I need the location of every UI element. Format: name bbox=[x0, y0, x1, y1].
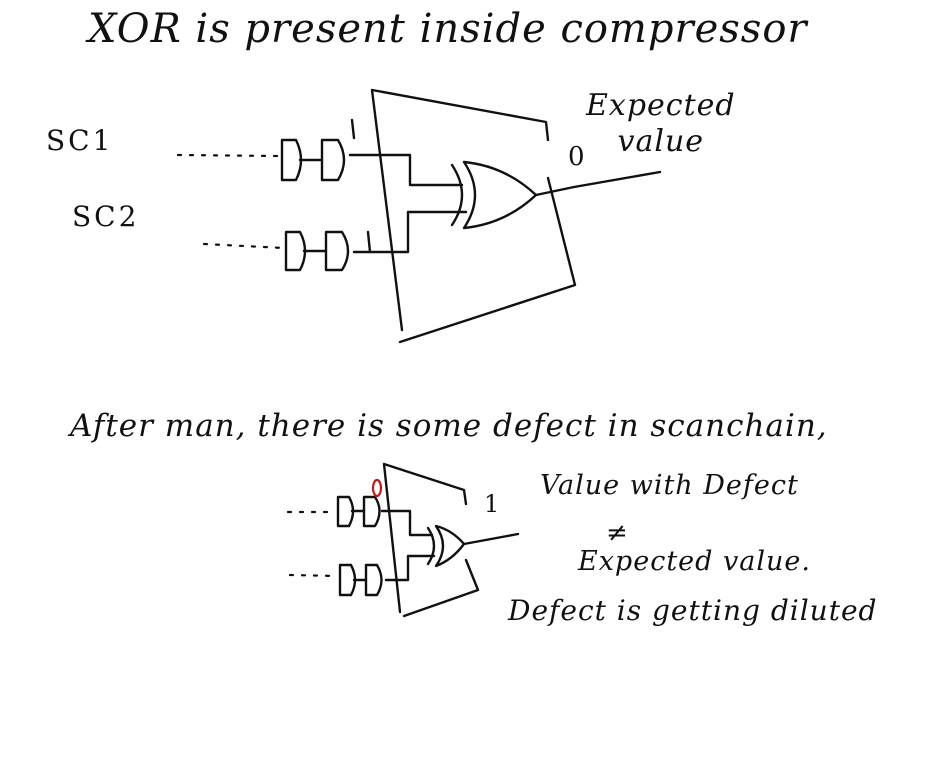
flop-sc1-a bbox=[280, 138, 303, 182]
output-bit-top: 0 bbox=[568, 142, 586, 172]
tick-mark-sc2 bbox=[366, 230, 372, 254]
expected-value-label-2: Expected value. bbox=[578, 546, 811, 577]
flop-sc2-b bbox=[324, 230, 350, 272]
tick-mark-sc1 bbox=[350, 118, 356, 140]
scan-chain-1-label: SC1 bbox=[46, 124, 114, 157]
scan-chain-1-dots bbox=[176, 153, 280, 158]
flop-sc1-b bbox=[320, 138, 346, 182]
bottom-wire-2 bbox=[384, 554, 436, 582]
output-wire-top bbox=[534, 170, 662, 197]
bottom-compressor bbox=[286, 462, 520, 618]
flop-sc2-a bbox=[284, 230, 307, 272]
scan-chain-2-dots bbox=[202, 242, 286, 250]
bottom-flop-2a bbox=[338, 563, 357, 597]
bottom-wire-1 bbox=[380, 509, 434, 537]
defect-marker bbox=[371, 478, 383, 498]
output-bit-bottom: 1 bbox=[484, 490, 501, 518]
bottom-flop-2b bbox=[364, 563, 383, 597]
bottom-flop-1b bbox=[362, 495, 381, 528]
output-wire-bottom bbox=[462, 532, 520, 546]
xor-gate-bottom bbox=[426, 524, 466, 568]
top-compressor bbox=[176, 88, 662, 344]
after-defect-text: After man, there is some defect in scanc… bbox=[70, 408, 828, 444]
wire-sc2-to-xor bbox=[352, 210, 468, 254]
value-with-defect-label: Value with Defect bbox=[540, 470, 799, 501]
compressor-box-top bbox=[370, 88, 577, 344]
expected-value-line-2: value bbox=[617, 124, 705, 159]
compressor-box-bottom bbox=[382, 462, 480, 618]
scan-chain-2-label: SC2 bbox=[72, 200, 140, 233]
xor-gate-top bbox=[450, 160, 538, 230]
expected-value-line-1: Expected bbox=[586, 88, 736, 123]
expected-value-label: Expected value bbox=[586, 88, 736, 160]
defect-diluted-label: Defect is getting diluted bbox=[508, 594, 878, 627]
wire-sc1-to-xor bbox=[348, 153, 464, 187]
diagram-title: XOR is present inside compressor bbox=[88, 6, 808, 52]
bottom-chain-2-dots bbox=[288, 573, 338, 578]
bottom-flop-1a bbox=[336, 495, 355, 528]
not-equal-sign: ≠ bbox=[606, 518, 629, 548]
